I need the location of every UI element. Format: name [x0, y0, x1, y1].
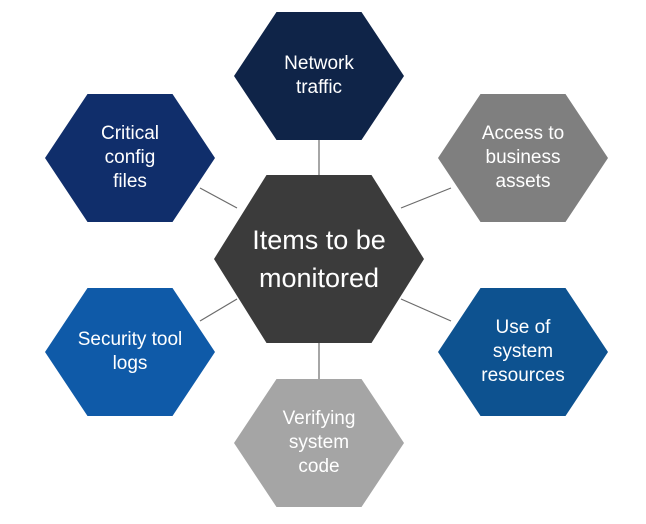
center-hexagon — [214, 175, 424, 343]
hexagon-network-traffic — [234, 12, 404, 140]
hexagon-verifying-system-code — [234, 379, 404, 507]
hexagon-group — [45, 12, 608, 507]
connector-line-access-to-business-assets — [400, 187, 452, 209]
connector-line-security-tool-logs — [199, 298, 238, 322]
hexagon-critical-config-files — [45, 94, 215, 222]
connector-line-critical-config-files — [199, 187, 238, 209]
hexagon-access-to-business-assets — [438, 94, 608, 222]
connector-line-use-of-system-resources — [400, 298, 452, 322]
connector-group — [199, 140, 452, 379]
hexagon-security-tool-logs — [45, 288, 215, 416]
hexagon-use-of-system-resources — [438, 288, 608, 416]
